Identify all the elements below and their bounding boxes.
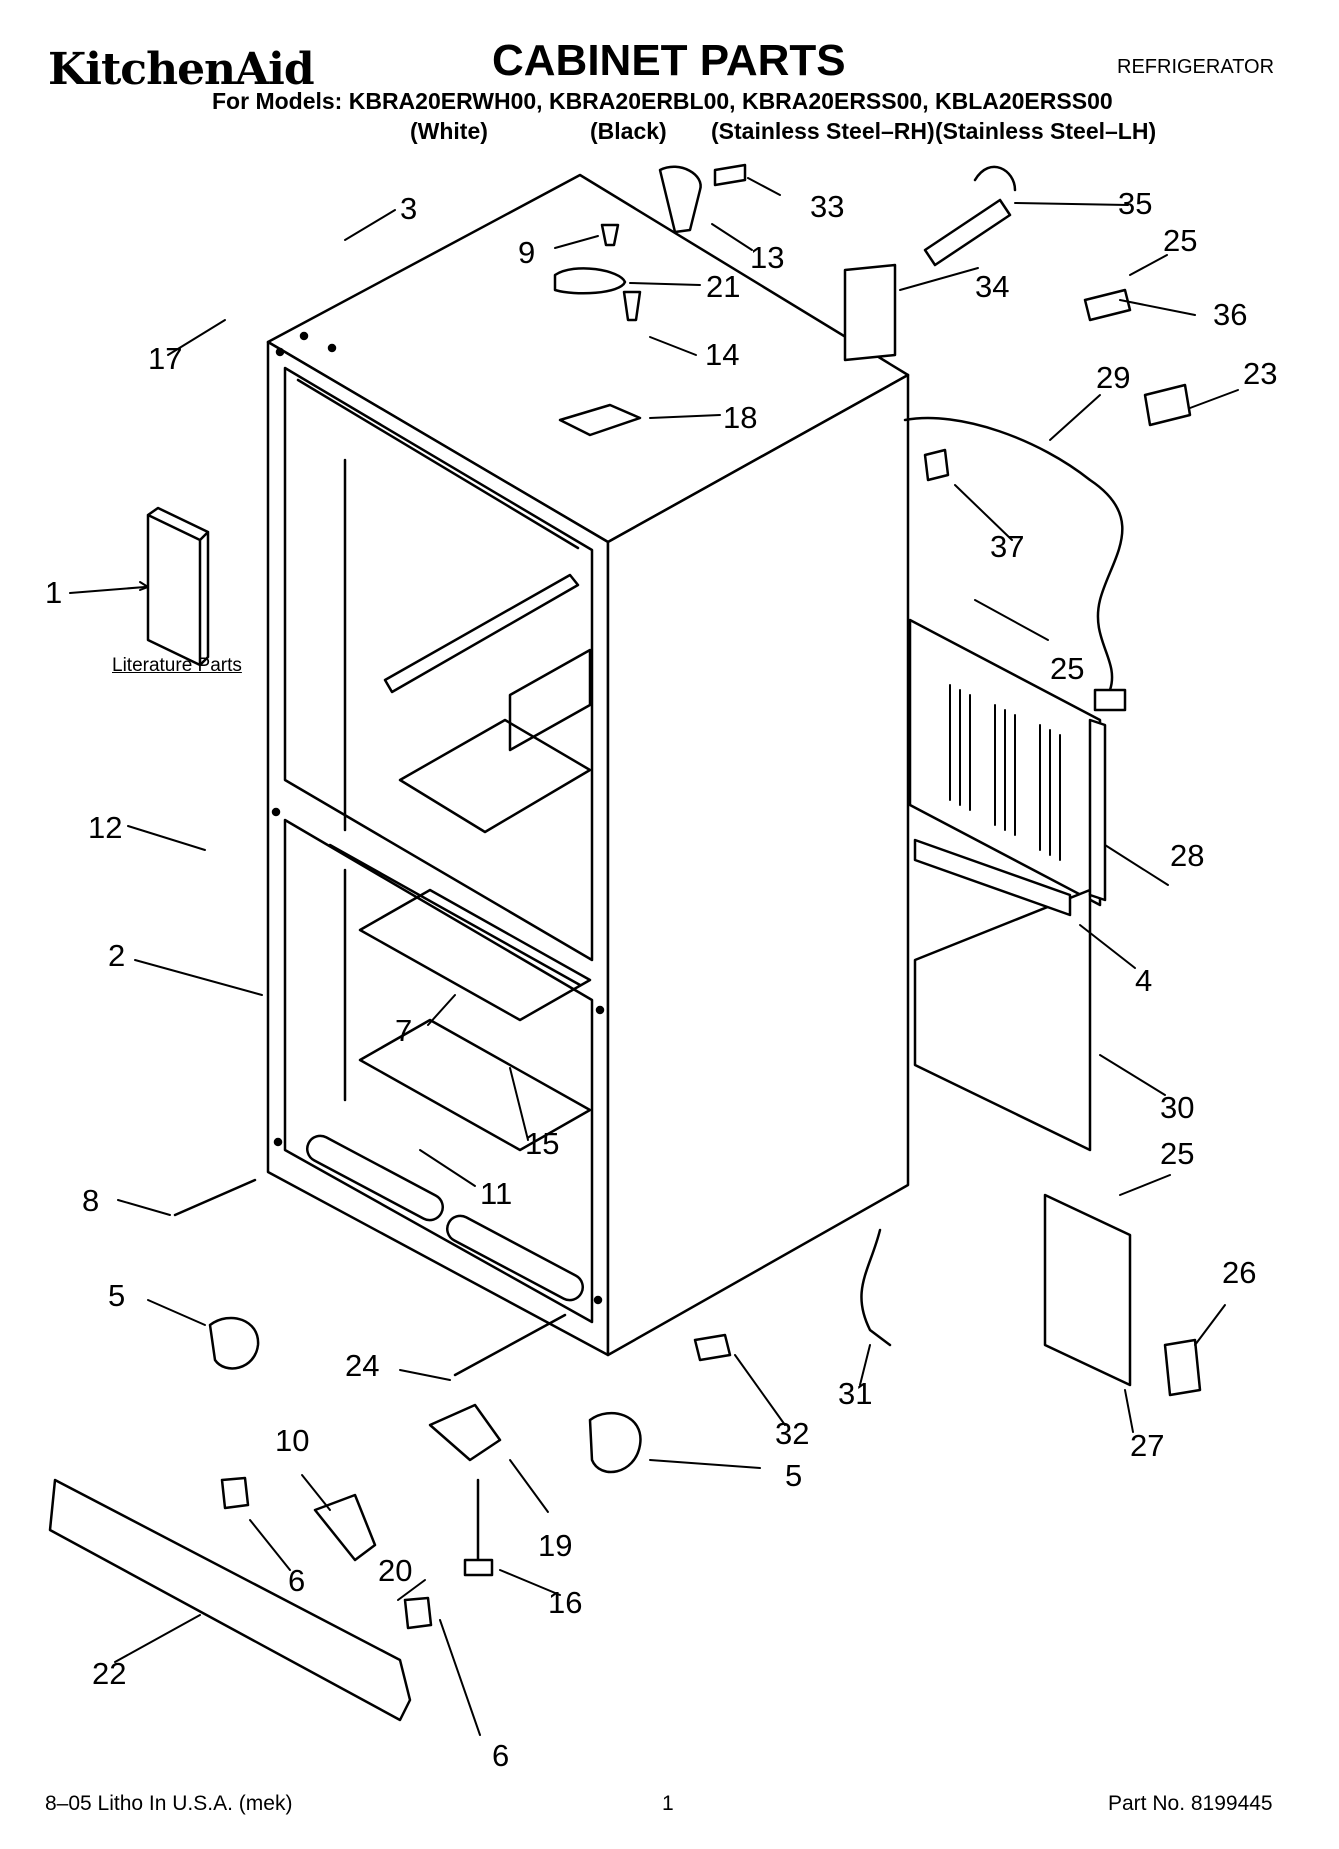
- clip-26: [1163, 1338, 1202, 1397]
- caster-5-right: [588, 1411, 642, 1474]
- hinge-plate: [558, 403, 642, 437]
- callout-25-top: 25: [1163, 223, 1198, 258]
- hinge-pin-13: [658, 165, 702, 234]
- callout-18: 18: [723, 400, 758, 435]
- callout-30: 30: [1160, 1090, 1195, 1125]
- callout-14: 14: [705, 337, 740, 372]
- clamp-32: [693, 1333, 732, 1362]
- drain-tube-35: [923, 165, 1017, 267]
- cabinet-body: [266, 173, 910, 1357]
- brand-logo: KitchenAid: [48, 44, 315, 95]
- callout-3: 3: [400, 191, 418, 226]
- hinge-cap: [553, 267, 627, 295]
- callout-4: 4: [1135, 963, 1153, 998]
- clip-6-bottom: [403, 1596, 433, 1630]
- screw-9: [600, 223, 620, 247]
- bracket-10: [313, 1493, 377, 1562]
- screw-33: [713, 163, 747, 187]
- part-number: Part No. 8199445: [1108, 1792, 1273, 1815]
- insulation-34: [843, 263, 897, 362]
- callout-15: 15: [525, 1126, 560, 1161]
- callout-35: 35: [1118, 186, 1153, 221]
- callout-22: 22: [92, 1656, 127, 1691]
- leader-lines: [69, 177, 1239, 1736]
- appliance-category: REFRIGERATOR: [1117, 56, 1275, 78]
- callout-21: 21: [706, 269, 741, 304]
- callout-28: 28: [1170, 838, 1205, 873]
- power-cord: [903, 416, 1124, 692]
- clip-6-top: [220, 1476, 250, 1510]
- litho-info: 8–05 Litho In U.S.A. (mek): [45, 1792, 293, 1815]
- leveling-bolt-24: [453, 1313, 567, 1377]
- callout-5-left: 5: [108, 1278, 126, 1313]
- page-number: 1: [662, 1792, 674, 1815]
- page-title: CABINET PARTS: [492, 36, 846, 85]
- rear-strip: [913, 838, 1072, 917]
- leveler-16: [463, 1478, 494, 1577]
- callout-16: 16: [548, 1585, 583, 1620]
- callout-17: 17: [148, 341, 183, 376]
- variant-white: (White): [410, 118, 488, 144]
- callout-37: 37: [990, 529, 1025, 564]
- literature-booklet: [146, 506, 210, 667]
- access-panel: [913, 888, 1092, 1152]
- caster-5-left: [208, 1316, 260, 1370]
- callout-1: 1: [45, 575, 63, 610]
- clip-37: [923, 448, 950, 482]
- callout-31: 31: [838, 1376, 873, 1411]
- wiring-cover-27: [1043, 1193, 1132, 1387]
- callout-32: 32: [775, 1416, 810, 1451]
- clamp-36: [1083, 288, 1132, 322]
- callout-26: 26: [1222, 1255, 1257, 1290]
- variant-stainless-rh: (Stainless Steel–RH): [711, 118, 935, 144]
- callout-36: 36: [1213, 297, 1248, 332]
- callout-10: 10: [275, 1423, 310, 1458]
- callout-25-bottom: 25: [1160, 1136, 1195, 1171]
- models-line: For Models: KBRA20ERWH00, KBRA20ERBL00, …: [212, 88, 1113, 114]
- callout-8: 8: [82, 1183, 100, 1218]
- callout-6-bottom: 6: [492, 1738, 510, 1773]
- callout-5-right: 5: [785, 1458, 803, 1493]
- callout-19: 19: [538, 1528, 573, 1563]
- callout-20: 20: [378, 1553, 413, 1588]
- bracket-19: [428, 1403, 502, 1462]
- drain-hose-31: [860, 1228, 892, 1347]
- callout-29: 29: [1096, 360, 1131, 395]
- kick-plate-22: [48, 1478, 412, 1722]
- callout-24: 24: [345, 1348, 380, 1383]
- cord-plug: [1093, 688, 1127, 712]
- variant-black: (Black): [590, 118, 667, 144]
- callout-23: 23: [1243, 356, 1278, 391]
- callout-7: 7: [395, 1013, 413, 1048]
- callout-25-middle: 25: [1050, 651, 1085, 686]
- callout-12: 12: [88, 810, 123, 845]
- leveling-bolt-8: [173, 1178, 257, 1217]
- literature-parts-label: Literature Parts: [112, 655, 242, 676]
- callout-6-top: 6: [288, 1563, 306, 1598]
- callout-9: 9: [518, 235, 536, 270]
- cover-28: [1088, 718, 1107, 902]
- callout-33: 33: [810, 189, 845, 224]
- screw-14: [622, 290, 642, 322]
- connector-23: [1143, 383, 1192, 427]
- variant-stainless-lh: (Stainless Steel–LH): [935, 118, 1157, 144]
- callout-34: 34: [975, 269, 1010, 304]
- callout-11: 11: [480, 1176, 513, 1211]
- grille-slots: [949, 684, 1061, 861]
- callout-13: 13: [750, 240, 785, 275]
- callout-27: 27: [1130, 1428, 1165, 1463]
- callout-2: 2: [108, 938, 126, 973]
